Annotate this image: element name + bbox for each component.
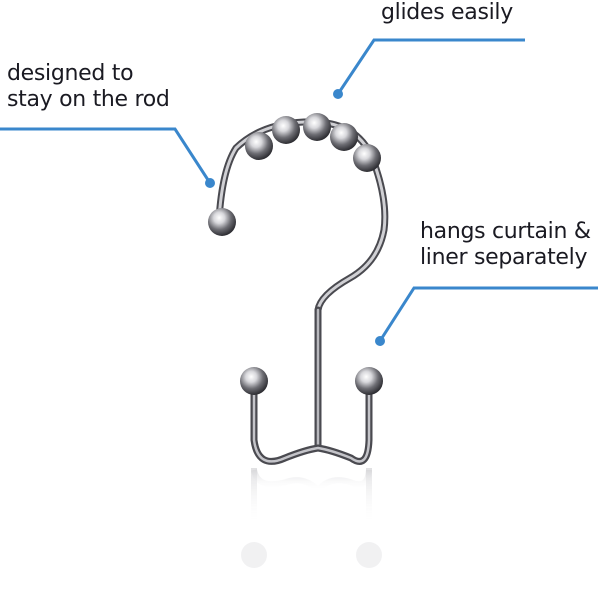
hook-reflection [241,468,382,580]
shower-hook [215,118,389,465]
callout-line-text: stay on the rod [7,87,170,112]
callout-line-text: glides easily [381,0,513,25]
callout-connector-glides [336,38,525,95]
callout-dot-hangs [375,336,385,346]
roller-balls [208,113,383,395]
callout-line-text: hangs curtain & [420,219,591,244]
callout-label-glides: glides easily [381,0,513,26]
callout-line-text: liner separately [420,245,588,270]
callout-connector-hangs [378,286,598,342]
callout-dot-designed [205,178,215,188]
callout-connector-designed [0,127,212,184]
callout-line-text: designed to [7,61,134,86]
callout-dot-glides [333,89,343,99]
callout-label-hangs: hangs curtain & liner separately [420,219,591,271]
callout-label-designed: designed to stay on the rod [7,61,170,113]
